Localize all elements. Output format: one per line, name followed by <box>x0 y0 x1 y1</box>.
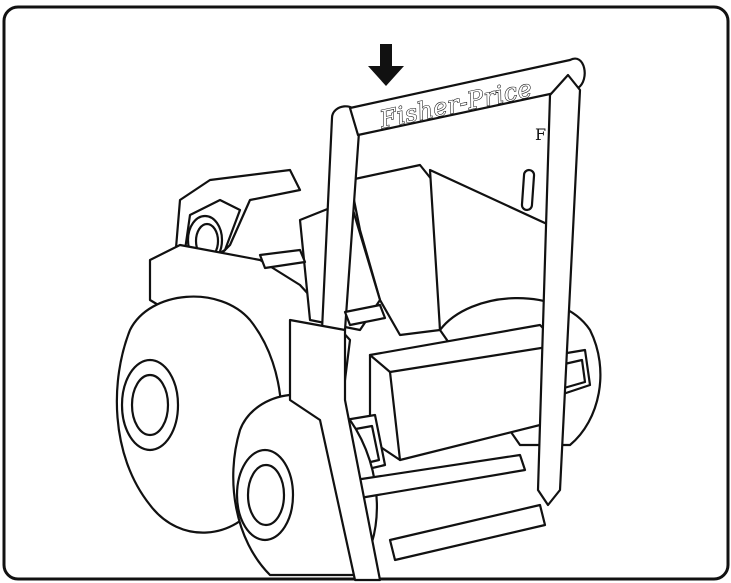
arrow-down-icon <box>368 44 404 86</box>
handle-left-leg <box>288 318 382 582</box>
handle-logo: F <box>535 125 546 144</box>
handle-crossbar <box>388 503 547 562</box>
handle-right-upright: F <box>520 73 582 507</box>
seat-bracket <box>258 248 307 270</box>
seat-bracket-right <box>343 303 387 327</box>
